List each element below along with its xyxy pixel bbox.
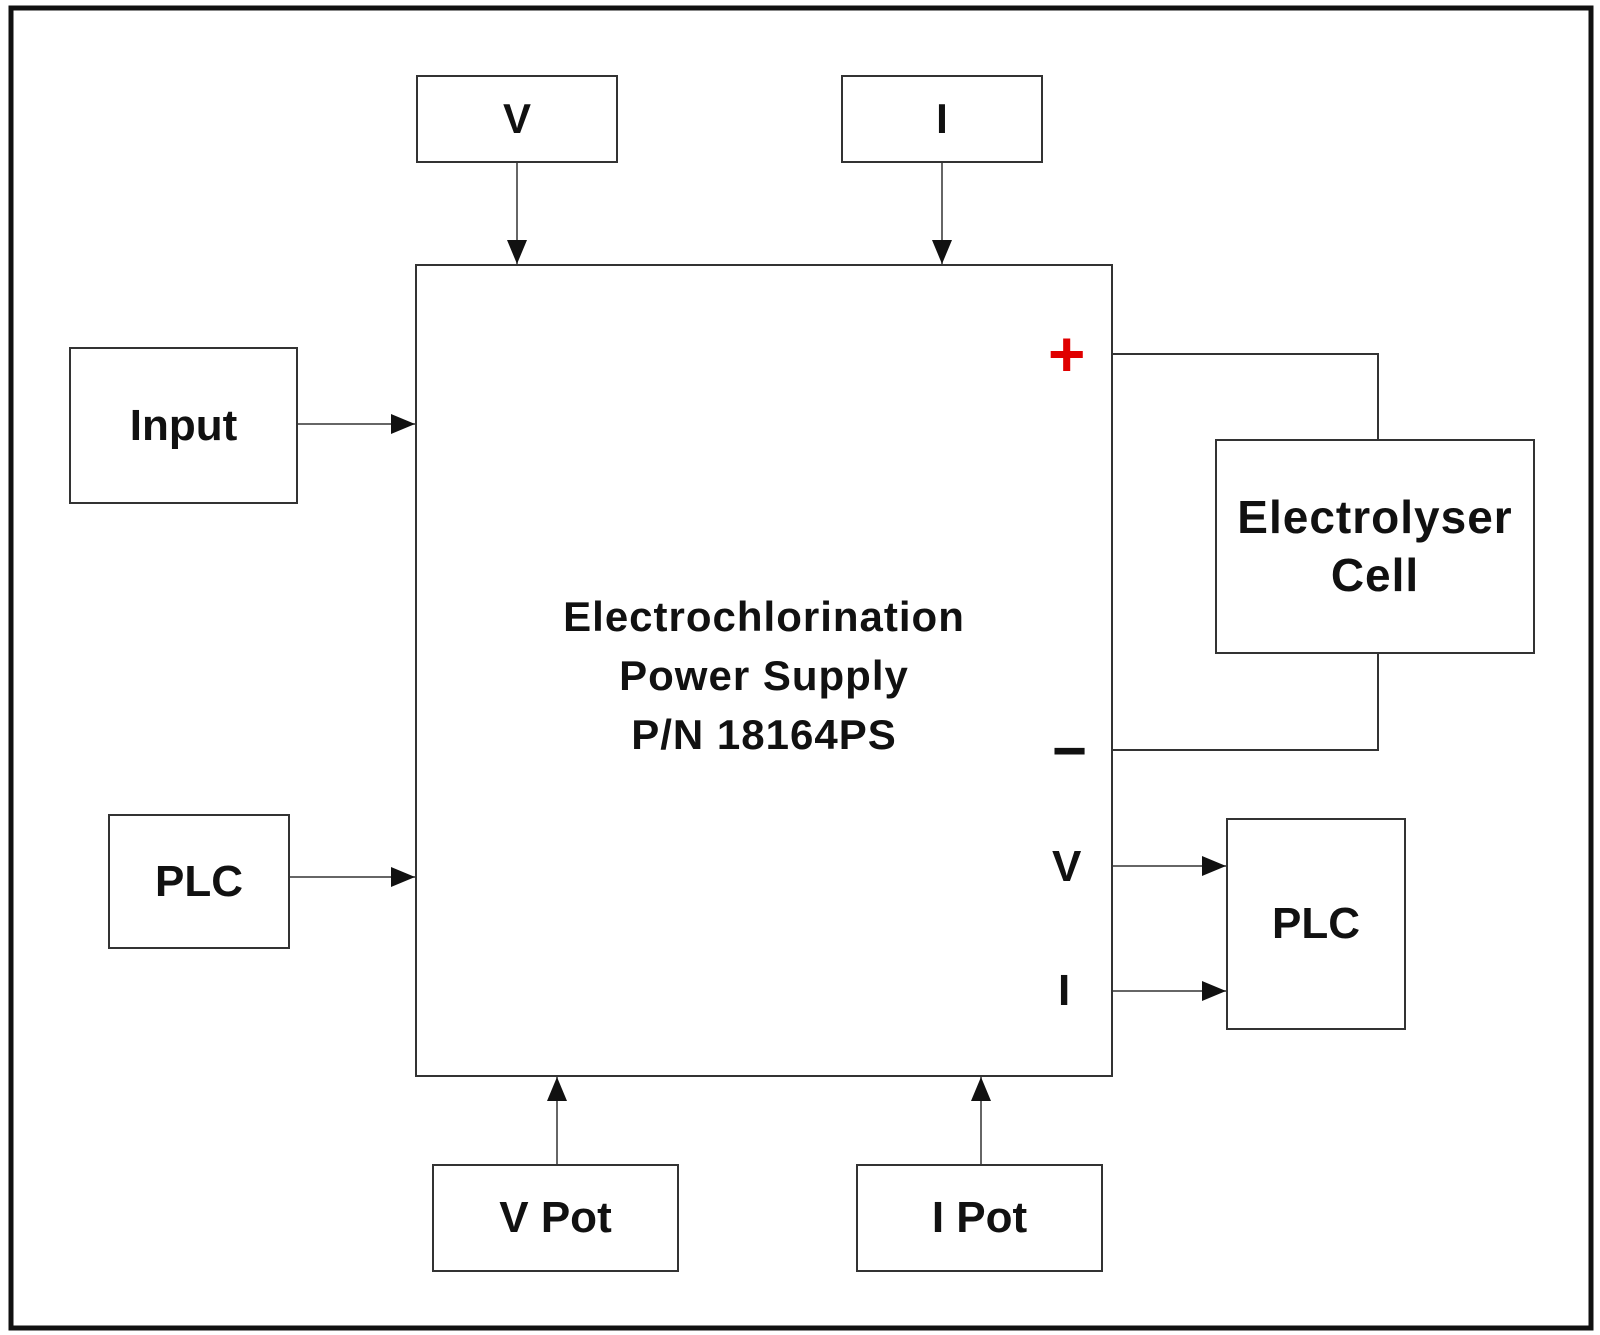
plc-input-label: PLC [155, 856, 243, 906]
minus-terminal-symbol: − [1052, 717, 1088, 784]
current-pot-label: I Pot [931, 1193, 1028, 1242]
power-supply-title-line1: Electrochlorination [563, 593, 965, 640]
voltage-pot-label: V Pot [499, 1193, 612, 1242]
plc-output-label: PLC [1272, 899, 1360, 948]
current-output-text: I [1058, 966, 1071, 1015]
plc-output-box: PLC [1226, 818, 1406, 1030]
electrolyser-cell-line1: Electrolyser [1237, 491, 1513, 543]
voltage-output-label: V [1052, 845, 1081, 889]
wire-cell-to-minus [1113, 654, 1379, 751]
minus-terminal-label: − [1052, 721, 1087, 781]
current-meter-label: I [936, 95, 948, 142]
current-meter-box: I [841, 75, 1043, 163]
voltage-pot-box: V Pot [432, 1164, 679, 1272]
input-box: Input [69, 347, 298, 504]
power-supply-box: Electrochlorination Power Supply P/N 181… [415, 264, 1113, 1077]
outer-frame [8, 5, 1594, 1331]
electrolyser-cell-line2: Cell [1330, 548, 1420, 601]
plus-terminal-label: + [1048, 322, 1085, 386]
current-output-label: I [1058, 969, 1070, 1013]
plus-terminal-symbol: + [1048, 318, 1086, 390]
electrolyser-cell-box: Electrolyser Cell [1215, 439, 1535, 654]
voltage-meter-box: V [416, 75, 618, 163]
current-pot-box: I Pot [856, 1164, 1103, 1272]
plc-input-box: PLC [108, 814, 290, 949]
voltage-meter-label: V [502, 95, 531, 142]
input-label: Input [129, 400, 238, 450]
power-supply-title-line2: Power Supply [619, 651, 909, 699]
wire-plus-to-cell [1113, 353, 1379, 439]
power-supply-part-number: P/N 18164PS [631, 710, 897, 758]
voltage-output-text: V [1052, 842, 1082, 891]
